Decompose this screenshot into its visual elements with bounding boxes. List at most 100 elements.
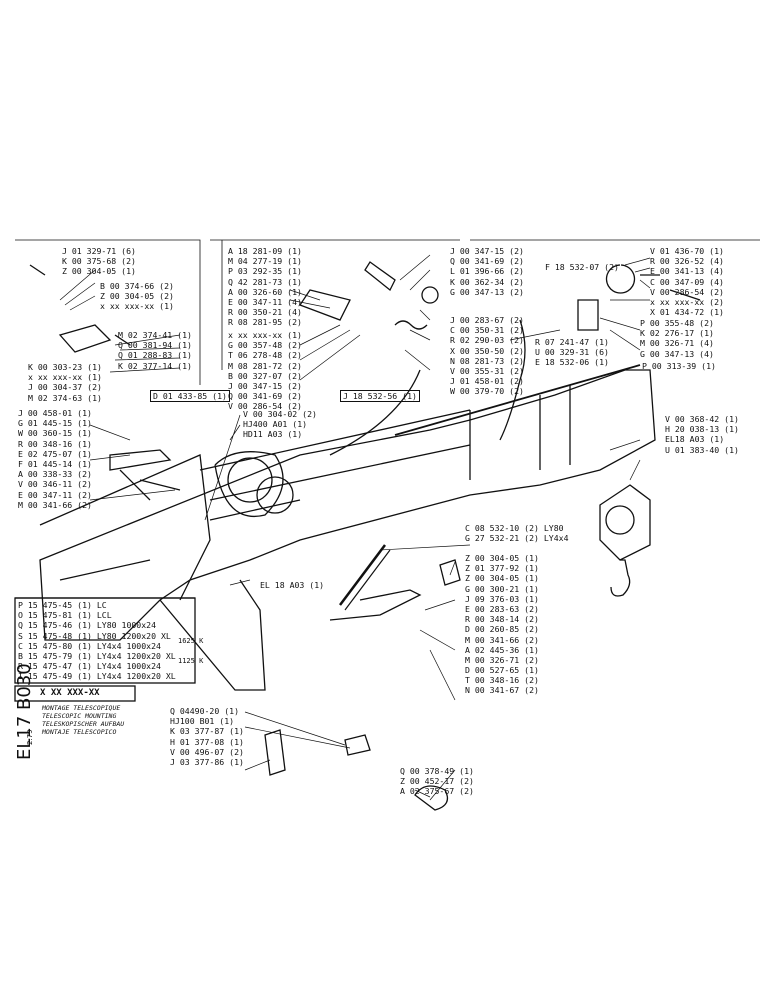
label-group-bottom-center: Q 04490-20 (1) HJ100 B01 (1) K 03 377-87… <box>170 706 244 767</box>
part-reference: X XX XXX-XX <box>40 688 100 698</box>
part-label: Z 00 304-05 (1) <box>465 573 539 584</box>
label-group-hook: V 00 368-42 (1) H 20 038-13 (1) EL18 A03… <box>665 414 739 455</box>
part-label: Q 00 378-49 (1) <box>400 766 474 776</box>
cylinder-rod-2 <box>344 549 391 611</box>
part-label: J 01 329-71 (6) <box>62 246 136 256</box>
part-label: E 18 532-06 (1) <box>535 357 609 368</box>
bolt-part <box>640 274 701 301</box>
part-label: A 00 338-33 (2) <box>18 469 92 480</box>
part-label: M 02 374-41 (1) <box>118 330 192 340</box>
part-label: G 00 300-21 (1) <box>465 583 539 594</box>
part-label: E 00 283-63 (2) <box>465 603 539 614</box>
long-rope <box>394 364 641 436</box>
part-label: Q 04490-20 (1) <box>170 706 240 716</box>
clamp-assembly <box>414 785 449 811</box>
brace <box>329 589 422 621</box>
drawing-code: EL17 B030 <box>14 663 35 760</box>
linkage-part <box>299 289 351 321</box>
label-group-center-mid: V 00 304-02 (2) HJ400 A01 (1) HD11 A03 (… <box>243 409 317 440</box>
part-label: K 03 377-87 (1) <box>170 726 244 737</box>
part-label: Q 00 341-69 (2) <box>450 256 524 267</box>
part-label: x xx xxx-xx (1) <box>28 372 102 383</box>
part-label: C 00 350-31 (2) <box>450 325 524 336</box>
label-group-bottom-right: Q 00 378-49 (1) Z 00 452-17 (2) A 02 375… <box>400 766 474 797</box>
label-group-left-right: M 02 374-41 (1) Q 00 381-94 (1) Q 01 288… <box>118 330 192 371</box>
part-label: P 03 292-35 (1) <box>228 266 302 277</box>
label-group-right-mid: F 18 532-07 (2) <box>545 262 619 272</box>
part-label: J 01 458-01 (2) <box>450 376 524 387</box>
title-fr: MONTAGE TELESCOPIQUE <box>42 704 121 712</box>
part-label: W 00 360-15 (1) <box>18 428 92 439</box>
part-label: R 07 241-47 (1) <box>535 337 609 347</box>
part-label: H 01 377-08 (1) <box>170 736 244 747</box>
section-frame-top <box>15 239 760 385</box>
part-label: J 00 458-01 (1) <box>18 408 92 418</box>
part-label: T 00 348-16 (2) <box>465 675 539 686</box>
sheave-gear-2 <box>256 476 294 514</box>
part-label: M 00 326-71 (2) <box>465 654 539 665</box>
pump-part <box>439 559 461 586</box>
part-label: G 01 445-15 (1) <box>18 418 92 429</box>
bushing-part <box>421 286 439 304</box>
part-label: P 00 313-39 (1) <box>642 361 716 371</box>
part-label: E 00 347-11 (2) <box>18 489 92 500</box>
part-label: G 00 357-48 (2) <box>228 340 302 351</box>
boom-inner <box>199 385 571 521</box>
part-label: x xx xxx-xx (1) <box>100 301 174 312</box>
part-label: Z 00 304-05 (1) <box>465 553 539 563</box>
part-label: D 00 260-85 (2) <box>465 624 539 635</box>
part-label: G 27 532-21 (2) LY4x4 <box>465 533 569 544</box>
part-label: R 00 350-21 (4) <box>228 307 302 318</box>
part-label: Z 00 304-05 (1) <box>62 266 136 277</box>
title-block: MONTAGE TELESCOPIQUE TELESCOPIC MOUNTING… <box>42 704 124 736</box>
label-group-far-right: V 01 436-70 (1) R 00 326-52 (4) E 00 341… <box>650 246 724 317</box>
part-label: J 00 347-15 (2) <box>228 380 302 391</box>
part-label: R 00 326-52 (4) <box>650 256 724 267</box>
part-label: J 03 377-86 (1) <box>170 756 244 767</box>
part-label: K 00 375-68 (2) <box>62 256 136 267</box>
part-label: U 00 329-31 (6) <box>535 347 609 358</box>
title-es: MONTAJE TELESCOPICO <box>42 728 117 736</box>
label-group-left-mid: B 00 374-66 (2) Z 00 304-05 (2) x xx xxx… <box>100 281 174 312</box>
part-label: Z 00 452-17 (2) <box>400 776 474 787</box>
part-label: J 00 347-15 (2) <box>450 246 524 256</box>
sheave-left <box>214 451 284 517</box>
part-label: HD11 A03 (1) <box>243 429 303 440</box>
part-label: L 01 396-66 (2) <box>450 266 524 277</box>
part-label: V 00 346-11 (2) <box>18 479 92 490</box>
part-label: E 02 475-07 (1) <box>18 448 92 459</box>
lower-mount <box>264 729 286 776</box>
part-label: A 00 326-60 (1) <box>228 286 302 297</box>
fork-bracket <box>109 449 181 501</box>
part-label: P 00 355-48 (2) <box>640 318 714 328</box>
legend-item: Q 15 475-46 (1) LY80 1000x24 <box>18 620 157 631</box>
part-label: N 00 341-67 (2) <box>465 685 539 696</box>
legend-list: P 15 475-45 (1) LC O 15 475-81 (1) LCL Q… <box>18 600 176 682</box>
part-label: N 08 281-73 (2) <box>450 355 524 366</box>
part-label: B 00 327-07 (2) <box>228 370 302 381</box>
part-label: W 00 379-70 (2) <box>450 386 524 397</box>
label-group-top-right-a: J 00 347-15 (2) Q 00 341-69 (2) L 01 396… <box>450 246 524 297</box>
part-label: HJ100 B01 (1) <box>170 716 235 727</box>
part-label: EL 18 A03 (1) <box>260 580 325 590</box>
label-group-top-left: J 01 329-71 (6) K 00 375-68 (2) Z 00 304… <box>62 246 136 277</box>
cylinder-rod-1 <box>339 544 386 606</box>
part-label: A 02 375-67 (2) <box>400 786 474 797</box>
part-label: Z 01 377-92 (1) <box>465 563 539 574</box>
part-label: V 01 436-70 (1) <box>650 246 724 256</box>
part-label: K 02 377-14 (1) <box>118 360 192 371</box>
part-label: R 00 348-16 (1) <box>18 438 92 449</box>
part-label: Q 00 381-94 (1) <box>118 340 192 351</box>
label-group-top-center-b: x xx xxx-xx (1) G 00 357-48 (2) T 06 278… <box>228 330 302 412</box>
part-label: X 01 434-72 (1) <box>650 307 724 318</box>
legend-item: I 15 475-49 (1) LY4x4 1200x20 XL <box>18 671 176 682</box>
part-label: R 08 281-95 (2) <box>228 317 302 328</box>
part-label: x xx xxx-xx (1) <box>228 330 302 340</box>
part-label: A 02 445-36 (1) <box>465 644 539 655</box>
legend-item: B 15 475-79 (1) LY4x4 1200x20 XL <box>18 650 176 661</box>
part-label: V 00 286-54 (2) <box>228 401 302 412</box>
part-label: J 00 283-67 (2) <box>450 315 524 325</box>
label-group-left-low: K 00 303-23 (1) x xx xxx-xx (1) J 00 304… <box>28 362 102 403</box>
part-label: x xx xxx-xx (2) <box>650 296 724 307</box>
part-label: X 00 350-50 (2) <box>450 345 524 356</box>
